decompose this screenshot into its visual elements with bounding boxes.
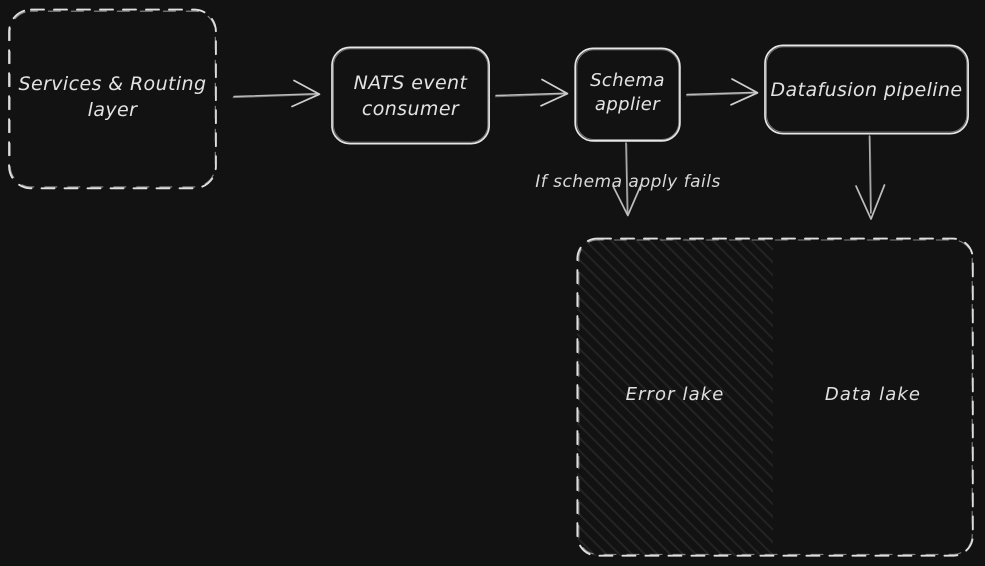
node-services-routing-layer[interactable]	[9, 9, 216, 189]
edge-datafusion-to-data-lake	[855, 135, 886, 220]
node-lakes-container-shape	[576, 237, 974, 557]
edge-services-to-nats	[232, 79, 321, 108]
node-schema-applier-shape	[574, 47, 681, 142]
node-datafusion-pipeline-shape	[764, 44, 969, 135]
node-nats-event-consumer[interactable]	[332, 47, 489, 144]
data-lake-fill	[773, 238, 973, 556]
edge-nats-to-schema	[495, 78, 569, 107]
node-services-routing-layer-shape	[8, 8, 217, 190]
edge-label-if-schema-apply-fails: If schema apply fails	[535, 172, 721, 192]
lake-label-error-lake: Error lake	[625, 384, 725, 405]
node-error-lake[interactable]	[577, 238, 773, 556]
lakes-fill-group	[577, 238, 973, 556]
error-lake-hatch-fill	[577, 238, 773, 556]
node-nats-event-consumer-shape	[331, 46, 490, 145]
node-data-lake[interactable]	[773, 238, 973, 556]
edge-schema-to-datafusion	[686, 78, 759, 106]
node-datafusion-pipeline[interactable]	[765, 45, 968, 134]
edge-schema-to-error-lake	[612, 142, 642, 217]
lake-label-data-lake: Data lake	[824, 384, 922, 405]
node-schema-applier[interactable]	[575, 48, 680, 141]
